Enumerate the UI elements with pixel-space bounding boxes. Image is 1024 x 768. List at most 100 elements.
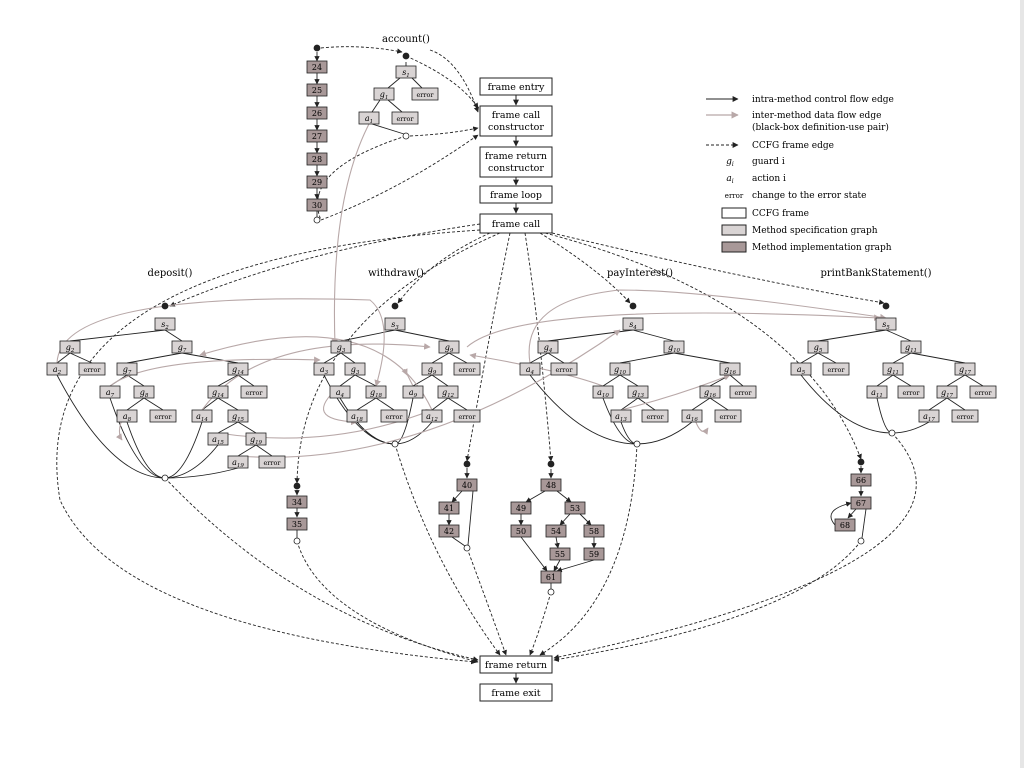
print-error-2: error	[897, 385, 925, 399]
edge	[164, 467, 239, 479]
edge	[524, 232, 554, 462]
edge	[525, 490, 546, 503]
svg-text:42: 42	[444, 527, 454, 536]
impl-withdraw-exit	[293, 537, 301, 545]
control-flow-edges	[56, 52, 984, 589]
account-g1: g1	[373, 87, 395, 101]
edge	[553, 540, 862, 662]
edge	[830, 501, 852, 526]
svg-text:25: 25	[312, 86, 322, 95]
edge	[356, 397, 377, 411]
svg-text:66: 66	[856, 476, 866, 485]
edge	[673, 352, 731, 364]
svg-text:Method specification graph: Method specification graph	[752, 226, 878, 236]
edge	[109, 356, 321, 387]
svg-text:g2: g2	[66, 343, 75, 354]
svg-text:g14: g14	[232, 365, 245, 376]
impl-48-entry	[547, 460, 555, 468]
edge	[946, 374, 966, 387]
edge	[964, 374, 984, 387]
svg-text:41: 41	[444, 504, 454, 513]
edge	[164, 477, 479, 662]
edge	[892, 352, 912, 364]
svg-text:s3: s3	[391, 320, 399, 331]
svg-text:error: error	[263, 459, 281, 467]
impl-node-27: 27	[306, 129, 328, 143]
impl-node-29: 29	[306, 175, 328, 189]
edge	[356, 421, 396, 445]
edge	[56, 352, 71, 364]
withdraw-s3: s3	[384, 317, 406, 331]
impl-account-exit	[313, 216, 321, 224]
frame-call: frame call	[479, 213, 553, 234]
payinterest-g13: g13	[627, 385, 649, 399]
edge	[394, 421, 433, 445]
edge	[559, 513, 571, 526]
edge	[632, 329, 675, 342]
svg-text:24: 24	[312, 63, 322, 72]
svg-text:error: error	[646, 413, 664, 421]
svg-text:g17: g17	[941, 388, 954, 399]
svg-text:g3: g3	[351, 365, 360, 376]
impl-node-53: 53	[564, 501, 586, 515]
edge	[56, 374, 166, 479]
edge	[451, 490, 463, 503]
impl-node-68: 68	[834, 518, 856, 532]
impl-node-26: 26	[306, 106, 328, 120]
payinterest-error-2: error	[729, 385, 757, 399]
impl-node-35: 35	[286, 517, 308, 531]
edge	[551, 232, 885, 305]
svg-text:a15: a15	[212, 435, 224, 446]
deposit-g7: g7	[171, 340, 193, 354]
edge	[448, 352, 468, 364]
frame-loop: frame loop	[479, 185, 553, 204]
edge	[323, 352, 342, 364]
svg-text:a16: a16	[686, 412, 698, 423]
edge	[164, 421, 203, 479]
edge	[126, 421, 166, 479]
svg-text:error: error	[83, 366, 101, 374]
withdraw-g9b: g9	[421, 362, 443, 376]
svg-text:error: error	[734, 389, 752, 397]
impl-48-exit	[547, 588, 555, 596]
payinterest-a16: a16	[681, 409, 703, 423]
svg-text:change to the error state: change to the error state	[752, 191, 867, 201]
edge	[217, 397, 239, 411]
svg-text:g16: g16	[724, 365, 737, 376]
print-s5: s5	[875, 317, 897, 331]
method-title-payinterest: payInterest()	[607, 268, 673, 279]
frame-exit: frame exit	[479, 683, 553, 702]
edge	[910, 352, 966, 364]
impl-node-58: 58	[583, 524, 605, 538]
legend-ccfg-frame-edge: CCFG frame edge	[706, 141, 834, 151]
impl-node-30: 30	[306, 198, 328, 212]
edge	[620, 374, 731, 411]
edge	[467, 490, 474, 546]
edge	[323, 374, 396, 445]
svg-text:g5: g5	[814, 343, 823, 354]
print-g5: g5	[807, 340, 829, 354]
withdraw-a18: a18	[346, 409, 368, 423]
frame-entry: frame entry	[479, 77, 553, 96]
edge	[451, 536, 466, 547]
edge	[237, 444, 257, 457]
svg-text:29: 29	[312, 178, 322, 187]
deposit-entry	[161, 302, 169, 310]
edge	[394, 443, 501, 656]
svg-text:59: 59	[589, 550, 599, 559]
print-entry	[882, 302, 890, 310]
svg-text:error: error	[396, 115, 414, 123]
svg-text:a14: a14	[196, 412, 208, 423]
impl-node-40: 40	[456, 478, 478, 492]
svg-text:error: error	[385, 413, 403, 421]
edge	[876, 374, 894, 387]
svg-text:frame loop: frame loop	[490, 190, 542, 201]
edge	[528, 289, 887, 364]
payinterest-s4: s4	[622, 317, 644, 331]
payinterest-g16: g16	[719, 362, 741, 376]
edge	[466, 312, 881, 348]
svg-text:g17: g17	[959, 365, 972, 376]
svg-text:58: 58	[589, 527, 599, 536]
payinterest-a4: a4	[519, 362, 541, 376]
edge	[620, 397, 639, 411]
